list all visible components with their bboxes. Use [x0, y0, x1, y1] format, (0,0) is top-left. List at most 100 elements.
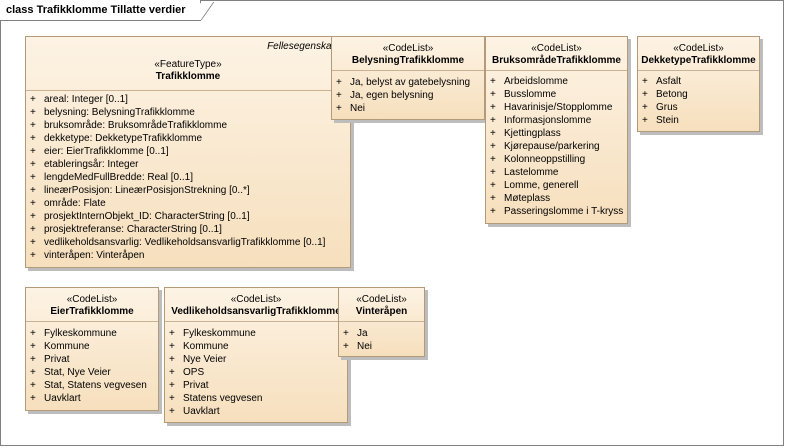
list-item-text: etableringsår: Integer: [44, 159, 139, 170]
list-item: +område: Flate: [26, 197, 350, 210]
visibility-plus: +: [169, 328, 175, 339]
visibility-plus: +: [490, 115, 496, 126]
list-item-text: prosjektInternObjekt_ID: CharacterString…: [44, 211, 250, 222]
list-item: +Grus: [638, 101, 759, 114]
list-item: +Ja, belyst av gatebelysning: [332, 76, 484, 89]
compartment-divider: [26, 321, 158, 322]
class-vedlikeholdsansvarlig-trafikklomme[interactable]: «CodeList» VedlikeholdsansvarligTrafikkl…: [164, 287, 348, 423]
list-item: +Nye Veier: [165, 353, 347, 366]
visibility-plus: +: [30, 224, 36, 235]
list-item: + Informasjonslomme: [486, 114, 627, 127]
attribute-list: +areal: Integer [0..1]+belysning: Belysn…: [26, 93, 350, 262]
visibility-plus: +: [343, 341, 349, 352]
list-item-text: Lomme, generell: [504, 180, 579, 191]
list-item-text: Stat, Statens vegvesen: [44, 380, 147, 391]
compartment-divider: [332, 70, 484, 71]
visibility-plus: +: [30, 250, 36, 261]
list-item: +Betong: [638, 88, 759, 101]
visibility-plus: +: [642, 102, 648, 113]
list-item: +Ja: [339, 327, 424, 340]
list-item-text: Privat: [183, 380, 209, 391]
class-name: Trafikklomme: [155, 71, 221, 82]
class-stereotype: «FeatureType»: [154, 59, 222, 70]
code-value-list: +Asfalt+Betong+Grus+Stein: [638, 75, 759, 127]
list-item: + Statens vegvesen: [165, 392, 347, 405]
list-item-text: Fylkeskommune: [44, 328, 117, 339]
class-vinteropen[interactable]: «CodeList» Vinteråpen +Ja+Nei: [338, 287, 425, 357]
list-item: +eier: EierTrafikklomme [0..1]: [26, 145, 350, 158]
list-item-text: Kommune: [44, 341, 90, 352]
list-item-text: Kjørepause/parkering: [504, 141, 600, 152]
list-item-text: Asfalt: [656, 76, 682, 87]
class-name: EierTrafikklomme: [50, 306, 134, 317]
visibility-plus: +: [30, 172, 36, 183]
list-item-text: Fylkeskommune: [183, 328, 256, 339]
list-item-text: område: Flate: [44, 198, 106, 209]
class-stereotype: «CodeList»: [66, 294, 118, 305]
list-item: + Kommune: [26, 340, 158, 353]
visibility-plus: +: [30, 107, 36, 118]
list-item: +Møteplass: [486, 192, 627, 205]
list-item: +areal: Integer [0..1]: [26, 93, 350, 106]
visibility-plus: +: [30, 133, 36, 144]
list-item: +OPS: [165, 366, 347, 379]
list-item-text: Statens vegvesen: [183, 393, 263, 404]
list-item-text: vinteråpen: Vinteråpen: [44, 250, 145, 261]
list-item: +Kjørepause/parkering: [486, 140, 627, 153]
list-item-text: Lastelomme: [504, 167, 559, 178]
list-item-text: Kjettingplass: [504, 128, 561, 139]
visibility-plus: +: [490, 102, 496, 113]
list-item-text: Møteplass: [504, 193, 551, 204]
list-item: + Stat, Nye Veier: [26, 366, 158, 379]
class-belysning-trafikklomme[interactable]: «CodeList» BelysningTrafikklomme +Ja, be…: [331, 36, 485, 120]
code-value-list: +Ja+Nei: [339, 327, 424, 353]
list-item-text: Informasjonslomme: [504, 115, 592, 126]
list-item: + vinteråpen: Vinteråpen: [26, 249, 350, 262]
list-item-text: OPS: [183, 367, 205, 378]
code-value-list: +Fylkeskommune+Kommune+Nye Veier+OPS+Pri…: [165, 327, 347, 418]
visibility-plus: +: [169, 393, 175, 404]
list-item: + lineærPosisjon: LineærPosisjonStrekning…: [26, 184, 350, 197]
visibility-plus: +: [30, 120, 36, 131]
visibility-plus: +: [169, 341, 175, 352]
list-item-text: areal: Integer [0..1]: [44, 94, 128, 105]
list-item: +vedlikeholdsansvarlig: Vedlikeholdsansv…: [26, 236, 350, 249]
class-dekketype-trafikklomme[interactable]: «CodeList» DekketypeTrafikklomme +Asfalt…: [637, 36, 760, 132]
visibility-plus: +: [642, 115, 648, 126]
list-item: +Uavklart: [165, 405, 347, 418]
class-stereotype: «CodeList»: [356, 294, 407, 305]
visibility-plus: +: [343, 328, 349, 339]
list-item: +etableringsår: Integer: [26, 158, 350, 171]
list-item-text: vedlikeholdsansvarlig: Vedlikeholdsansva…: [44, 237, 326, 248]
list-item: +Uavklart: [26, 392, 158, 405]
visibility-plus: +: [490, 76, 496, 87]
visibility-plus: +: [336, 77, 342, 88]
class-name: BruksområdeTrafikklomme: [492, 55, 621, 66]
list-item: +Passeringslomme i T-kryss: [486, 205, 627, 218]
list-item-text: Stein: [656, 115, 679, 126]
list-item-text: Uavklart: [44, 393, 81, 404]
list-item: +Asfalt: [638, 75, 759, 88]
class-eier-trafikklomme[interactable]: «CodeList» EierTrafikklomme + Fylkeskommu…: [25, 287, 159, 411]
list-item: +Stat, Statens vegvesen: [26, 379, 158, 392]
class-trafikklomme[interactable]: Fellesegenskaper «FeatureType» Trafikklo…: [25, 36, 351, 268]
visibility-plus: +: [169, 380, 175, 391]
visibility-plus: +: [490, 206, 496, 217]
package-label: Fellesegenskaper: [267, 41, 346, 52]
compartment-divider: [638, 70, 759, 71]
list-item: +Ja, egen belysning: [332, 89, 484, 102]
visibility-plus: +: [490, 89, 496, 100]
visibility-plus: +: [490, 154, 496, 165]
list-item-text: Ja, egen belysning: [350, 90, 434, 101]
list-item: +Nei: [339, 340, 424, 353]
list-item: +Lastelomme: [486, 166, 627, 179]
visibility-plus: +: [30, 367, 36, 378]
class-bruksomrade-trafikklomme[interactable]: «CodeList» BruksområdeTrafikklomme +Arbe…: [485, 36, 628, 224]
visibility-plus: +: [30, 341, 36, 352]
list-item-text: bruksområde: BruksområdeTrafikklomme: [44, 120, 228, 131]
class-stereotype: «CodeList»: [673, 43, 724, 54]
list-item-text: Stat, Nye Veier: [44, 367, 111, 378]
list-item-text: lineærPosisjon: LineærPosisjonStrekning …: [44, 185, 250, 196]
visibility-plus: +: [30, 185, 36, 196]
